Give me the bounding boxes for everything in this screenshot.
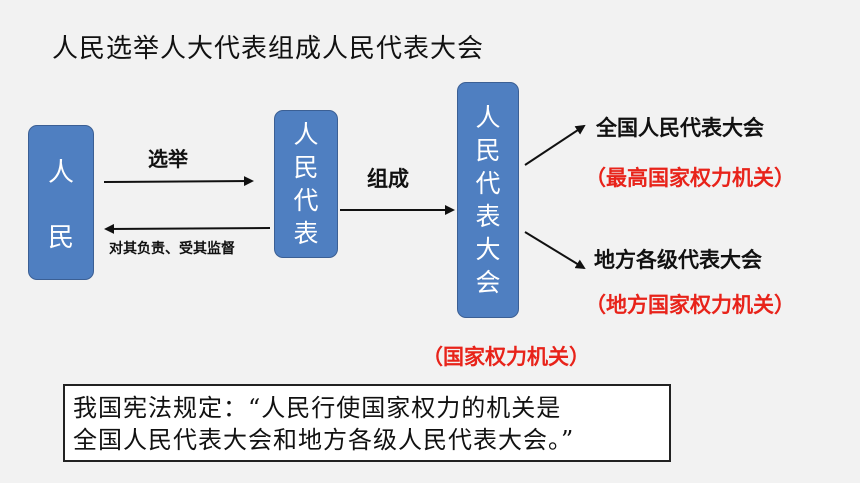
npc-box-char: 民 <box>475 136 501 165</box>
npc-role-label: （最高国家权力机关） <box>585 166 795 190</box>
npc-box-char: 代 <box>475 169 501 198</box>
npc-box-char: 表 <box>475 202 501 231</box>
state-power-role-label: （国家权力机关） <box>422 345 590 369</box>
responsible-label: 对其负责、受其监督 <box>109 241 235 257</box>
npc-box-char: 会 <box>475 268 501 297</box>
quote-line: 全国人民代表大会和地方各级人民代表大会。” <box>73 426 575 454</box>
quote-line: 我国宪法规定：“人民行使国家权力的机关是 <box>73 394 562 422</box>
people-box: 人 民 <box>28 125 94 280</box>
elect-arrow <box>103 176 254 187</box>
npc-box: 人 民 代 表 大 会 <box>457 82 519 318</box>
deputies-box-char: 民 <box>293 153 319 182</box>
responsible-arrow <box>104 223 271 234</box>
people-box-char: 民 <box>47 222 74 253</box>
local-role-label: （地方国家权力机关） <box>585 293 795 317</box>
deputies-box-char: 代 <box>293 186 319 215</box>
deputies-box-char: 人 <box>293 120 319 149</box>
npc-box-char: 大 <box>475 235 501 264</box>
deputies-box-char: 表 <box>293 219 319 248</box>
constitution-quote-box: 我国宪法规定：“人民行使国家权力的机关是 全国人民代表大会和地方各级人民代表大会… <box>63 384 671 462</box>
deputies-box: 人 民 代 表 <box>274 110 338 258</box>
npc-box-char: 人 <box>475 103 501 132</box>
npc-arrow <box>524 124 586 166</box>
page-title: 人民选举人大代表组成人民代表大会 <box>52 34 485 64</box>
form-label: 组成 <box>367 167 409 191</box>
elect-label: 选举 <box>148 147 188 171</box>
people-box-char: 人 <box>47 157 74 188</box>
local-congress-label: 地方各级代表大会 <box>594 248 762 272</box>
local-arrow <box>524 231 586 270</box>
npc-label: 全国人民代表大会 <box>596 116 764 140</box>
